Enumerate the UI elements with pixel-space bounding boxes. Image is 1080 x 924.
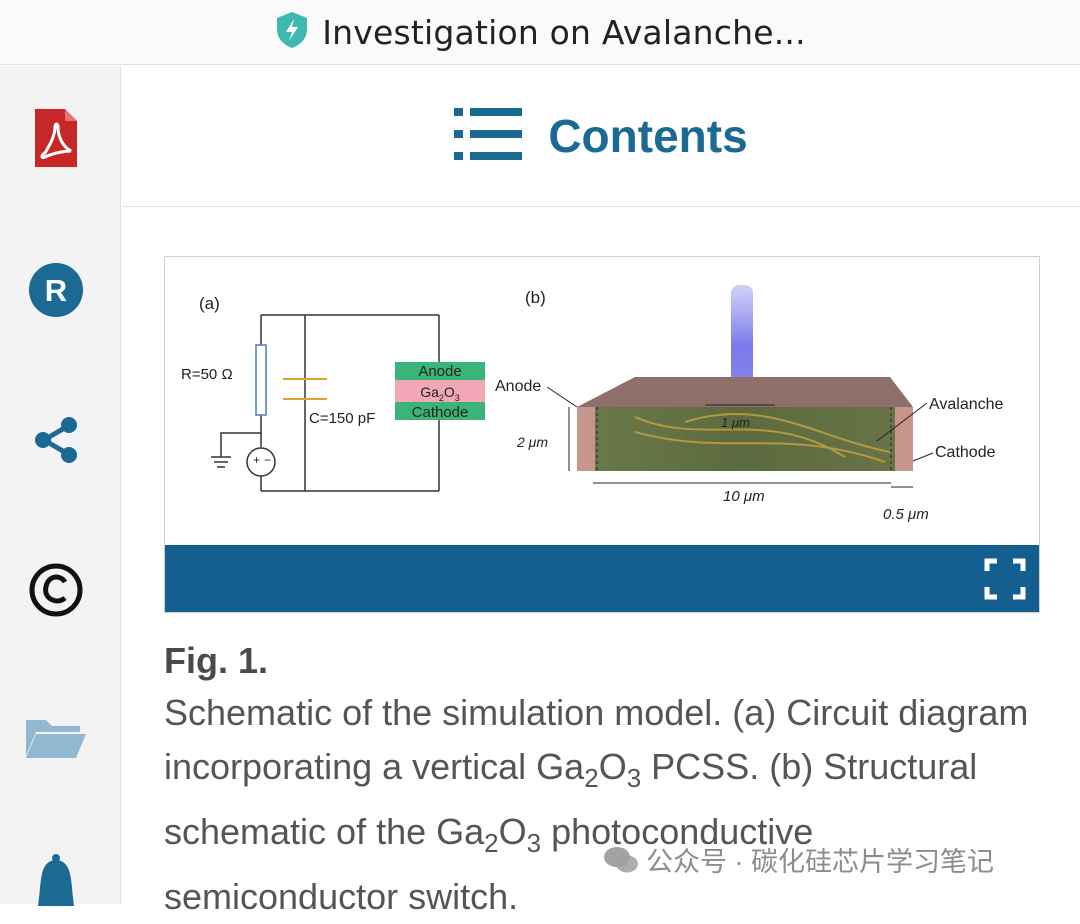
figure-1[interactable]: (a) + − R=50 Ω C=150 pF	[164, 256, 1040, 613]
figure-toolbar	[165, 545, 1039, 612]
contents-label: Contents	[548, 110, 748, 162]
anode-contact	[577, 407, 595, 471]
avalanche-streamers	[634, 413, 891, 463]
resistor	[255, 344, 267, 416]
figure-label: Fig. 1.	[164, 640, 269, 681]
cathode-label-a: Cathode	[412, 404, 469, 421]
cathode-leader	[912, 452, 934, 462]
resistor-label: R=50 Ω	[181, 366, 233, 383]
ga2o3-label-a: Ga2O3	[420, 384, 460, 403]
contents-bar[interactable]: Contents	[122, 66, 1080, 207]
page-title: Investigation on Avalanche...	[322, 12, 806, 52]
share-icon[interactable]	[24, 408, 88, 472]
list-icon	[454, 107, 523, 165]
anode-label-a: Anode	[418, 363, 461, 380]
watermark: 公众号 · 碳化硅芯片学习笔记	[602, 840, 994, 879]
sidebar: R	[0, 66, 121, 906]
ga2o3-layer	[395, 380, 485, 402]
source-minus: −	[264, 453, 271, 467]
watermark-text: 公众号 · 碳化硅芯片学习笔记	[646, 847, 994, 877]
cathode-layer	[395, 402, 485, 420]
light-beam	[731, 285, 753, 405]
svg-text:R: R	[45, 273, 67, 308]
anode-layer	[395, 362, 485, 380]
gap-label: 0.5 μm	[883, 506, 929, 523]
panel-a-label: (a)	[199, 294, 220, 313]
title-bar: Investigation on Avalanche...	[0, 0, 1080, 65]
avalanche-leader	[876, 402, 928, 442]
fullscreen-button[interactable]	[983, 557, 1027, 601]
slab-top	[577, 377, 913, 407]
width-label: 10 μm	[723, 488, 765, 505]
pdf-icon[interactable]	[24, 106, 88, 170]
slab-body	[577, 407, 913, 471]
cathode-label-b: Cathode	[935, 444, 996, 461]
main-content: Contents (a)	[122, 66, 1080, 917]
figure-caption: Schematic of the simulation model. (a) C…	[164, 692, 1029, 918]
copyright-icon[interactable]	[24, 558, 88, 622]
shield-bolt-icon	[274, 10, 310, 55]
panel-b-label: (b)	[525, 288, 546, 307]
expand-icon	[984, 558, 1026, 600]
figure-schematic: (a) + − R=50 Ω C=150 pF	[181, 285, 1004, 523]
anode-label-b: Anode	[495, 378, 541, 395]
wechat-icon	[604, 846, 638, 872]
cathode-contact	[895, 407, 913, 471]
bell-icon[interactable]	[24, 850, 88, 914]
circuit-wires	[211, 314, 440, 492]
anode-leader	[546, 386, 578, 408]
avalanche-label: Avalanche	[929, 396, 1004, 413]
r-circle-icon[interactable]: R	[24, 258, 88, 322]
capacitor-label: C=150 pF	[309, 410, 375, 427]
folder-open-icon[interactable]	[24, 706, 88, 770]
source-plus: +	[253, 453, 260, 467]
thickness-label: 2 μm	[516, 434, 548, 450]
beam-width-label: 1 μm	[721, 415, 750, 430]
